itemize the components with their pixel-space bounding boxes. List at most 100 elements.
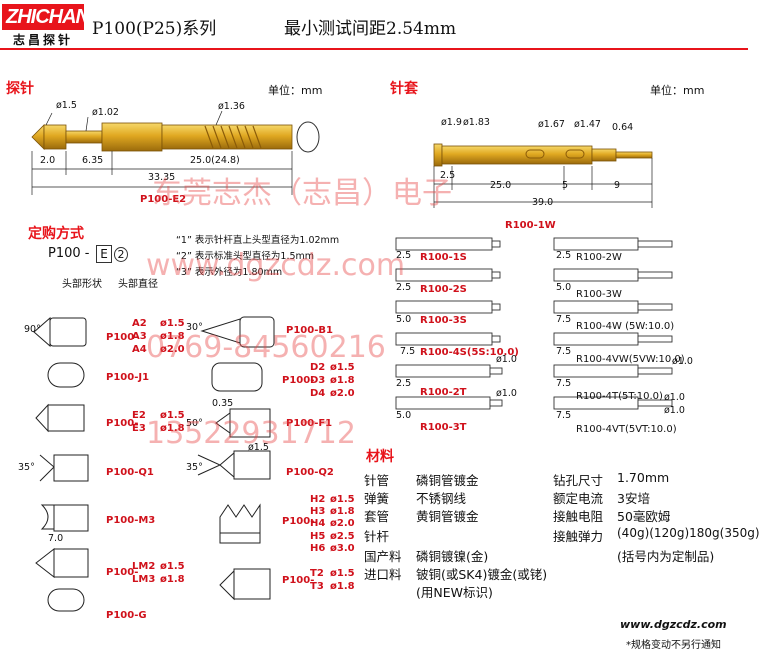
sleeve-4vt-dim: 7.5 xyxy=(556,410,572,421)
tip-e-dia-1: ø1.5 xyxy=(160,410,185,421)
order-box-dia: 2 xyxy=(114,247,128,262)
tip-a-dia-2: ø1.8 xyxy=(160,331,185,342)
sleeve-4vw-dim: 7.5 xyxy=(556,346,572,357)
tip-f1-angle: 50° xyxy=(186,418,203,429)
footer-note: *规格变动不另行通知 xyxy=(626,640,721,651)
spec-key-2: 额定电流 xyxy=(553,491,604,506)
sleeve-3w-dim: 5.0 xyxy=(556,282,572,293)
sleeve-2t-dia: ø1.0 xyxy=(496,354,517,365)
probe-dim-d136: ø1.36 xyxy=(218,101,245,112)
spec-val-1: 1.70mm xyxy=(617,470,670,485)
sleeve-1s-label: R100-1S xyxy=(420,252,467,263)
tip-t-dia-1: ø1.5 xyxy=(330,568,355,579)
tip-h-dia-3: ø2.0 xyxy=(330,518,355,529)
watermark-mobile: 13522931712 xyxy=(146,416,356,451)
tip-a-code-3: A4 xyxy=(132,344,147,355)
sleeve-2t-dim: 2.5 xyxy=(396,378,412,389)
sleeve-4vt-dia: ø1.0 xyxy=(664,405,685,416)
tip-t-dia-2: ø1.8 xyxy=(330,581,355,592)
tip-h-code-5: H6 xyxy=(310,543,326,554)
mat-key-2: 弹簧 xyxy=(364,491,390,506)
probe-unit: 单位：mm xyxy=(268,84,323,97)
sleeve-2w-label: R100-2W xyxy=(576,252,622,263)
mat-val-1: 磷铜管镀金 xyxy=(416,473,479,488)
tip-lm-dia-1: ø1.5 xyxy=(160,561,185,572)
probe-part-label: P100-E2 xyxy=(140,194,187,205)
tip-g-label: P100-G xyxy=(106,610,147,621)
tip-lm-code-2: LM3 xyxy=(132,574,156,585)
probe-drawing xyxy=(31,110,320,195)
sleeve-dim-d147: ø1.47 xyxy=(574,119,601,130)
sleeve-dim-sq064: 0.64 xyxy=(612,122,634,133)
sleeve-3s-label: R100-3S xyxy=(420,315,467,326)
tip-e-prefix: P100- xyxy=(106,418,139,429)
tip-h-dia-1: ø1.5 xyxy=(330,494,355,505)
page-title: P100(P25)系列 xyxy=(92,19,217,39)
tip-d-prefix: P100- xyxy=(282,375,315,386)
sleeve-4vw-dia: ø1.0 xyxy=(672,356,693,367)
tip-lm-dia-2: ø1.8 xyxy=(160,574,185,585)
tip-h-code-4: H5 xyxy=(310,531,326,542)
tip-lm-code-1: LM2 xyxy=(132,561,156,572)
sleeve-4t-dim: 7.5 xyxy=(556,378,572,389)
order-note-1: “1” 表示针杆直上头型直径为1.02mm xyxy=(176,235,340,246)
tip-d-dia-1: ø1.5 xyxy=(330,362,355,373)
order-prefix: P100 - xyxy=(48,246,90,261)
tip-q2-dia: ø1.5 xyxy=(248,442,269,453)
sleeve-4w-dim: 7.5 xyxy=(556,314,572,325)
tip-b1-angle: 30° xyxy=(186,322,203,333)
probe-heading: 探针 xyxy=(6,81,34,97)
sleeve-part-label: R100-1W xyxy=(505,220,556,231)
spec-key-4: 接触弹力 xyxy=(553,529,604,544)
sleeve-4w-label: R100-4W (5W:10.0) xyxy=(576,321,675,332)
tip-q1-label: P100-Q1 xyxy=(106,467,154,478)
sleeve-4t-dia: ø1.0 xyxy=(664,392,685,403)
tip-lm-prefix: P100- xyxy=(106,567,139,578)
order-heading: 定购方式 xyxy=(28,226,84,242)
watermark-company: 东莞志杰（志昌）电子 xyxy=(152,176,452,211)
tip-f1-label: P100-F1 xyxy=(286,418,333,429)
spec-note: (括号内为定制品) xyxy=(617,549,715,564)
sleeve-dim-l250: 25.0 xyxy=(490,180,512,191)
sleeve-unit: 单位：mm xyxy=(650,84,705,97)
mat-val-2: 不锈钢线 xyxy=(416,491,467,506)
tip-h-code-1: H2 xyxy=(310,494,326,505)
mat-val-6: 铍铜(或SK4)镀金(或铑) xyxy=(416,567,548,582)
page-subtitle: 最小测试间距2.54mm xyxy=(284,19,457,39)
sleeve-4vw-label: R100-4VW(5VW:10.0) xyxy=(576,354,685,365)
sleeve-dim-l390: 39.0 xyxy=(532,197,554,208)
spec-key-1: 钻孔尺寸 xyxy=(553,473,604,488)
company-logo: ZHICHANG 志昌探针 xyxy=(2,4,105,50)
tip-d-code-1: D2 xyxy=(310,362,326,373)
tip-a-angle: 90° xyxy=(24,324,41,335)
tip-h-code-2: H3 xyxy=(310,506,326,517)
mat-key-6: 进口料 xyxy=(364,567,402,582)
tip-d-code-2: D3 xyxy=(310,375,326,386)
tip-t-code-2: T3 xyxy=(310,581,324,592)
watermark-phone: 0769-84560216 xyxy=(146,330,386,365)
tip-d-dia-3: ø2.0 xyxy=(330,388,355,399)
sleeve-dim-d19: ø1.9 xyxy=(441,117,462,128)
sleeve-2t-label: R100-2T xyxy=(420,387,467,398)
tips-right-drawings xyxy=(197,316,275,601)
sleeve-dim-l9: 9 xyxy=(614,180,621,191)
tip-t-prefix: P100- xyxy=(282,575,315,586)
tip-j1-label: P100-J1 xyxy=(106,372,150,383)
tip-d-dia-2: ø1.8 xyxy=(330,375,355,386)
tip-f1-dim: 0.35 xyxy=(212,398,234,409)
sleeve-dim-d167: ø1.67 xyxy=(538,119,565,130)
sleeve-dim-l25: 2.5 xyxy=(440,170,456,181)
mat-val-3: 黄铜管镀金 xyxy=(416,509,479,524)
tip-h-dia-4: ø2.5 xyxy=(330,531,355,542)
watermark-site: www.dgzcdz.com xyxy=(146,248,406,283)
sleeve-3t-dim: 5.0 xyxy=(396,410,412,421)
tip-h-dia-2: ø1.8 xyxy=(330,506,355,517)
probe-dim-l635: 6.35 xyxy=(82,155,104,166)
sleeve-dim-l5: 5 xyxy=(562,180,569,191)
probe-dim-l3335: 33.35 xyxy=(148,172,176,183)
tip-h-code-3: H4 xyxy=(310,518,326,529)
probe-dim-d15: ø1.5 xyxy=(56,100,77,111)
sleeve-4s-dim: 7.5 xyxy=(400,346,416,357)
sleeve-4s-label: R100-4S(5S:10.0) xyxy=(420,347,519,358)
sleeve-3t-dia: ø1.0 xyxy=(496,388,517,399)
